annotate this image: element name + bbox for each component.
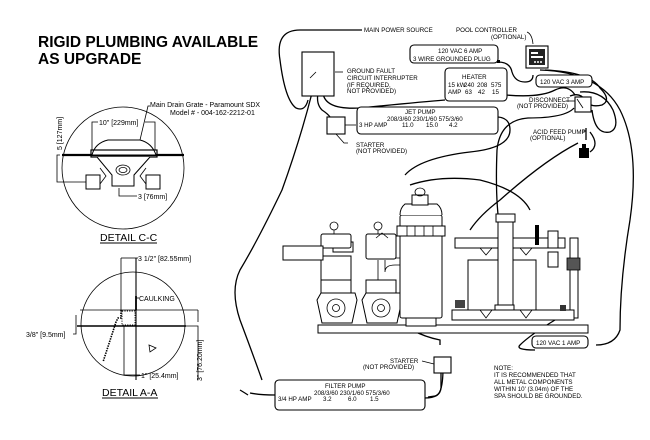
heater-title: HEATER bbox=[462, 74, 487, 81]
svg-text:15: 15 bbox=[492, 89, 499, 96]
dim-pipe-cc: 3 [76mm] bbox=[138, 194, 167, 201]
dim-bottom-aa: 1" [25.4mm] bbox=[141, 373, 179, 380]
detail-a-a: CAULKING 3 1/2" [82.55mm] 3/8" [9.5mm] 1… bbox=[26, 256, 204, 399]
svg-text:4.2: 4.2 bbox=[449, 122, 458, 129]
svg-text:NOT PROVIDED): NOT PROVIDED) bbox=[347, 88, 396, 95]
grate-callout-line-2: Model # - 004-162-2212-01 bbox=[170, 110, 255, 117]
svg-text:IT IS RECOMMENDED THAT: IT IS RECOMMENDED THAT bbox=[494, 372, 576, 379]
svg-text:(OPTIONAL): (OPTIONAL) bbox=[491, 34, 526, 41]
svg-text:42: 42 bbox=[478, 89, 485, 96]
detail-c-c-circle bbox=[61, 106, 185, 230]
svg-text:15.0: 15.0 bbox=[426, 122, 439, 129]
heater-box: HEATER 15 kW 240 208 575 AMP 63 42 15 bbox=[444, 67, 508, 102]
filter-canister bbox=[396, 187, 446, 327]
svg-text:208/3/60 230/1/60 575/3/60: 208/3/60 230/1/60 575/3/60 bbox=[387, 116, 463, 123]
svg-text:575: 575 bbox=[491, 82, 502, 89]
svg-text:3 HP AMP: 3 HP AMP bbox=[359, 122, 387, 129]
svg-text:208/3/60 230/1/60 575/3/60: 208/3/60 230/1/60 575/3/60 bbox=[314, 390, 390, 397]
dim-left-aa: 3/8" [9.5mm] bbox=[26, 332, 65, 339]
acid-feed-pump-icon bbox=[579, 148, 589, 158]
pipe-1 bbox=[282, 245, 324, 261]
svg-text:(OPTIONAL): (OPTIONAL) bbox=[530, 135, 565, 142]
svg-text:3/4 HP AMP: 3/4 HP AMP bbox=[278, 396, 312, 403]
svg-text:ALL METAL COMPONENTS: ALL METAL COMPONENTS bbox=[494, 379, 573, 386]
svg-text:WITHIN 10' (3.04m) OF THE: WITHIN 10' (3.04m) OF THE bbox=[494, 386, 573, 393]
svg-text:GROUND FAULT: GROUND FAULT bbox=[347, 68, 395, 75]
title-line-2: AS UPGRADE bbox=[38, 51, 141, 68]
detail-a-a-circle bbox=[80, 271, 186, 377]
heater-sensor bbox=[535, 225, 539, 245]
svg-text:63: 63 bbox=[465, 89, 472, 96]
gfci-box bbox=[301, 51, 335, 97]
detail-c-c-label: DETAIL C-C bbox=[100, 232, 158, 244]
detail-c-c: 10" [229mm] 5 [127mm] 3 [76mm] Main Drai… bbox=[56, 102, 260, 244]
svg-text:SPA SHOULD BE GROUNDED.: SPA SHOULD BE GROUNDED. bbox=[494, 393, 583, 400]
disconnect: DISCONNECT (NOT PROVIDED) bbox=[517, 96, 592, 113]
svg-text:CIRCUIT INTERRUPTER: CIRCUIT INTERRUPTER bbox=[347, 75, 418, 82]
detail-a-a-label: DETAIL A-A bbox=[102, 387, 157, 399]
svg-text:11.0: 11.0 bbox=[402, 122, 414, 129]
caulking-label: CAULKING bbox=[139, 296, 175, 303]
drain-side-pipe-left bbox=[85, 174, 101, 190]
title-block: RIGID PLUMBING AVAILABLE AS UPGRADE bbox=[38, 34, 258, 68]
svg-text:208: 208 bbox=[477, 82, 488, 89]
pressure-gauge-1 bbox=[329, 221, 339, 231]
starter-bottom: STARTER (NOT PROVIDED) bbox=[363, 356, 452, 374]
svg-text:120 VAC 3 AMP: 120 VAC 3 AMP bbox=[540, 79, 584, 86]
jet-pump-title: JET PUMP bbox=[405, 109, 435, 116]
svg-text:3 WIRE GROUNDED PLUG: 3 WIRE GROUNDED PLUG bbox=[413, 56, 491, 63]
skid-base bbox=[317, 324, 589, 334]
dim-width-cc: 10" [229mm] bbox=[99, 120, 139, 127]
svg-text:(NOT PROVIDED): (NOT PROVIDED) bbox=[517, 103, 568, 110]
equipment-skid bbox=[282, 187, 589, 334]
svg-text:3.2: 3.2 bbox=[323, 396, 332, 403]
pressure-gauge-2 bbox=[373, 221, 383, 231]
pump-1 bbox=[282, 221, 358, 324]
starter-top-label-1: STARTER bbox=[356, 142, 385, 149]
grate-callout-leader bbox=[139, 105, 150, 141]
svg-text:240: 240 bbox=[464, 82, 475, 89]
filter-pump-title: FILTER PUMP bbox=[325, 383, 365, 390]
section-marker bbox=[148, 344, 157, 353]
svg-text:AMP: AMP bbox=[448, 89, 461, 96]
pool-controller: POOL CONTROLLER (OPTIONAL) bbox=[456, 27, 549, 69]
starter-top-label-2: (NOT PROVIDED) bbox=[356, 148, 407, 155]
grate-callout-line-1: Main Drain Grate - Paramount SDX bbox=[150, 102, 260, 109]
grounding-note: NOTE: IT IS RECOMMENDED THAT ALL METAL C… bbox=[494, 365, 583, 400]
title-line-1: RIGID PLUMBING AVAILABLE bbox=[38, 34, 258, 51]
svg-text:DISCONNECT: DISCONNECT bbox=[529, 97, 570, 104]
vac-1-amp-box: 120 VAC 1 AMP bbox=[531, 335, 589, 349]
svg-text:ACID FEED PUMP: ACID FEED PUMP bbox=[533, 129, 586, 136]
starter-top-box bbox=[326, 116, 346, 135]
svg-text:NOTE:: NOTE: bbox=[494, 365, 513, 372]
main-power-label: MAIN POWER SOURCE bbox=[364, 27, 433, 34]
drain-body bbox=[96, 156, 151, 187]
plug-box: 120 VAC 6 AMP 3 WIRE GROUNDED PLUG bbox=[409, 44, 500, 64]
heater-manifold bbox=[451, 213, 581, 321]
filter-pump-box: FILTER PUMP 208/3/60 230/1/60 575/3/60 3… bbox=[274, 379, 426, 411]
svg-text:(IF REQUIRED,: (IF REQUIRED, bbox=[347, 82, 391, 89]
dim-height-cc: 5 [127mm] bbox=[57, 117, 64, 150]
vac-3-amp-box: 120 VAC 3 AMP bbox=[535, 74, 593, 88]
svg-text:6.0: 6.0 bbox=[348, 396, 357, 403]
acid-feed-pump: ACID FEED PUMP (OPTIONAL) bbox=[530, 129, 589, 158]
gfci-label: GROUND FAULT CIRCUIT INTERRUPTER (IF REQ… bbox=[347, 68, 418, 95]
svg-text:STARTER: STARTER bbox=[390, 358, 419, 365]
jet-pump-box: JET PUMP 208/3/60 230/1/60 575/3/60 3 HP… bbox=[356, 106, 499, 135]
dim-top-aa: 3 1/2" [82.55mm] bbox=[138, 256, 191, 263]
wiring-cables bbox=[234, 29, 634, 398]
svg-text:(NOT PROVIDED): (NOT PROVIDED) bbox=[363, 364, 414, 371]
svg-text:1.5: 1.5 bbox=[370, 396, 379, 403]
svg-text:120 VAC 1 AMP: 120 VAC 1 AMP bbox=[536, 340, 580, 347]
dim-right-aa: 3" [76.20mm] bbox=[197, 340, 204, 381]
svg-text:POOL CONTROLLER: POOL CONTROLLER bbox=[456, 27, 518, 34]
svg-text:120 VAC 6 AMP: 120 VAC 6 AMP bbox=[438, 48, 482, 55]
drain-side-pipe-right bbox=[145, 174, 161, 190]
svg-text:15 kW: 15 kW bbox=[448, 82, 466, 89]
drain-grate bbox=[91, 139, 157, 156]
pump-2 bbox=[361, 221, 411, 324]
